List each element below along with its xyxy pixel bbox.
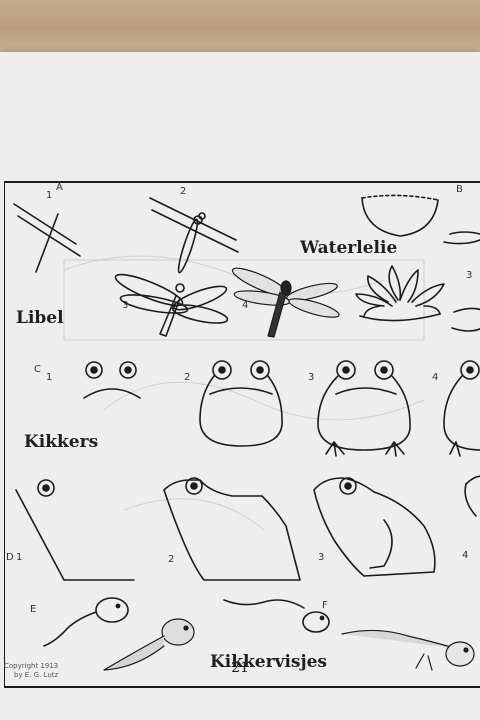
step-number-b3: 3 (466, 270, 473, 281)
plate-frame (4, 181, 480, 688)
label-waterlelie: Waterlelie (300, 238, 398, 258)
section-letter-c: C (34, 364, 41, 375)
water-lily-step-2 (443, 231, 480, 245)
copyright-line-2: by E. G. Lutz (14, 671, 59, 679)
step-number-c3: 3 (308, 372, 315, 383)
water-lily-flower (355, 265, 445, 322)
copyright-line-1: Copyright 1913 (4, 662, 59, 670)
dragonfly-step-4 (231, 267, 340, 338)
frog-side-step-2 (163, 477, 301, 581)
step-number-c2: 2 (184, 372, 191, 383)
tadpole-swimming (223, 599, 330, 633)
label-libel: Libel (16, 308, 64, 328)
section-letter-a: A (56, 182, 63, 193)
illustration-plate: A B C D E F 1 2 3 4 3 1 2 3 4 1 2 3 4 Li… (4, 180, 480, 692)
step-number-a3: 3 (122, 300, 129, 311)
frog-front-step-1 (83, 361, 141, 399)
tadpole-detailed-left (103, 618, 195, 671)
label-kikkervisjes: Kikkervisjes (210, 652, 328, 672)
frog-front-step-2 (199, 360, 283, 447)
dragonfly-step-3 (114, 273, 229, 337)
frog-side-step-4 (464, 475, 480, 517)
water-lily-pads (451, 307, 480, 332)
tadpole-outline (43, 597, 129, 647)
drawing-plate-svg (4, 181, 480, 688)
step-number-a2: 2 (180, 186, 187, 197)
frog-front-step-3 (317, 360, 411, 457)
section-letter-e: E (30, 604, 37, 615)
frog-side-step-1 (15, 479, 135, 581)
section-letter-b: B (456, 184, 463, 195)
step-number-d1: 1 (16, 552, 23, 563)
step-number-a4: 4 (242, 300, 249, 311)
step-number-a1: 1 (46, 190, 53, 201)
tadpole-with-legs (341, 629, 475, 671)
water-lily-step-1 (361, 194, 439, 237)
step-number-d3: 3 (318, 552, 325, 563)
faint-background-sketch (63, 255, 425, 531)
label-kikkers: Kikkers (24, 432, 99, 452)
step-number-d2: 2 (168, 554, 175, 565)
section-letter-d: D (6, 552, 14, 563)
step-number-d4: 4 (462, 550, 469, 561)
step-number-c4: 4 (432, 372, 439, 383)
frog-front-step-4 (443, 360, 480, 457)
frog-side-step-3 (313, 477, 436, 577)
dragonfly-step-2 (149, 197, 239, 274)
book-page: A B C D E F 1 2 3 4 3 1 2 3 4 1 2 3 4 Li… (0, 52, 480, 720)
section-letter-f: F (322, 600, 328, 611)
page-number: 21 (231, 660, 249, 676)
step-number-c1: 1 (46, 372, 53, 383)
dragonfly-step-1 (13, 203, 81, 273)
